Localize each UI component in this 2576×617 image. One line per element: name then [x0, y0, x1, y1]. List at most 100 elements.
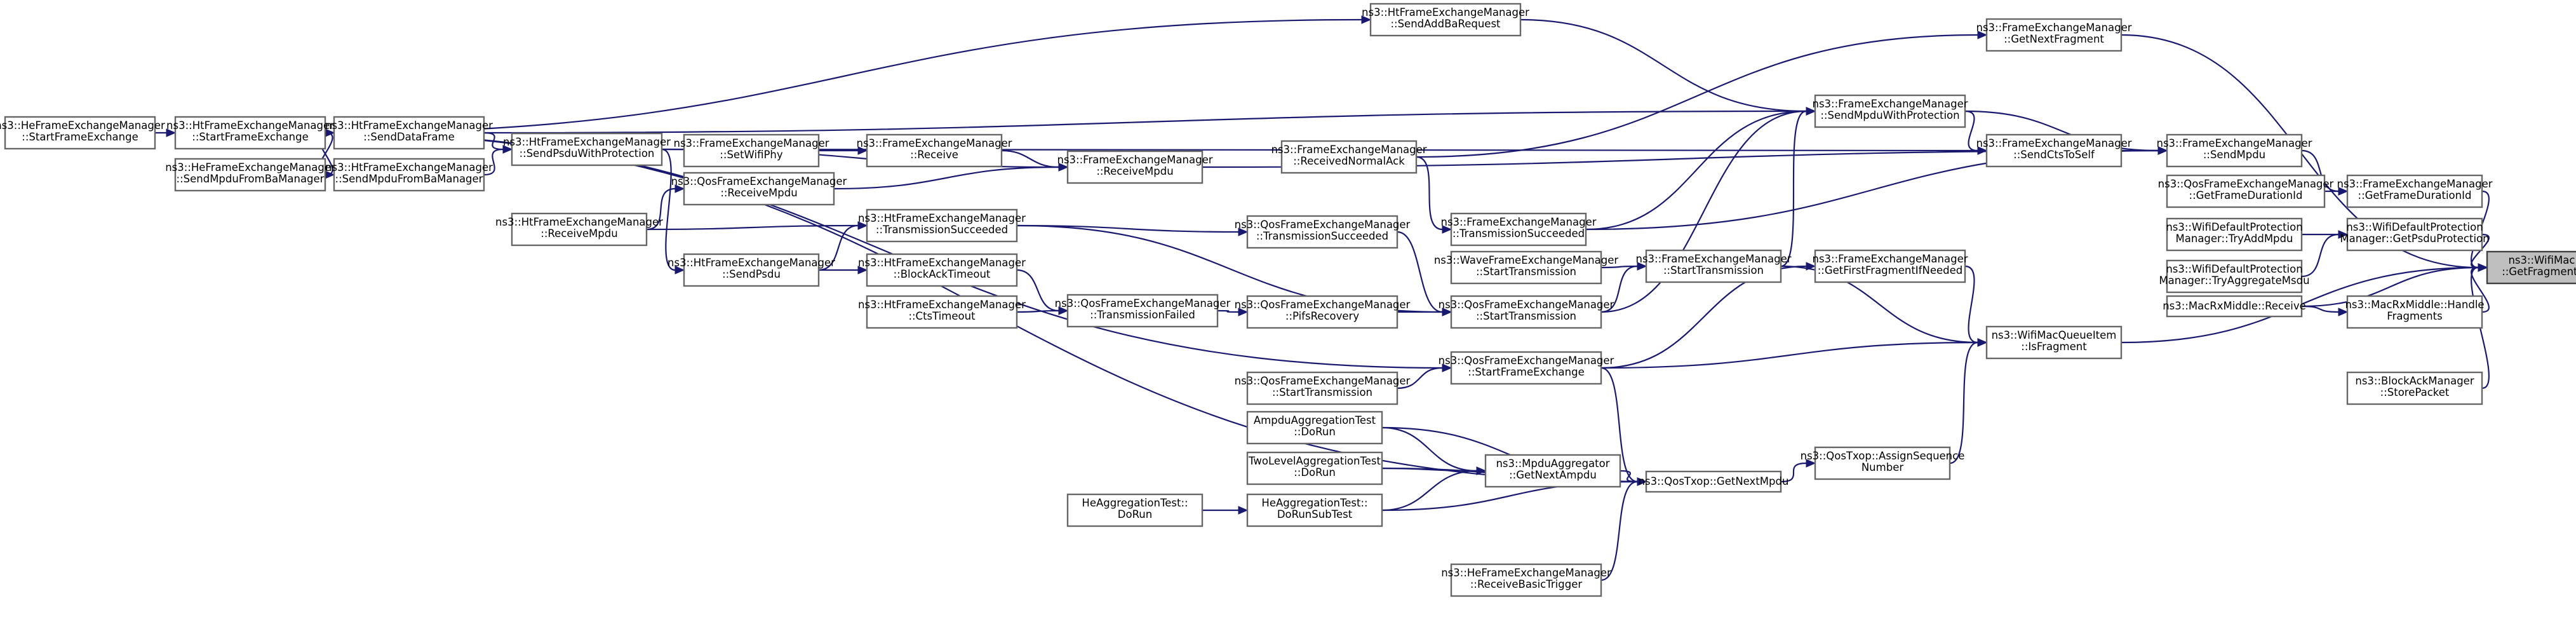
node-label-line: ns3::FrameExchangeManager [1976, 137, 2131, 149]
call-edge-arrowhead [2157, 146, 2168, 155]
graph-node-qosfem-starttransmission[interactable]: ns3::QosFrameExchangeManager::StartTrans… [1439, 295, 1614, 329]
graph-node-ampdutest-dorun[interactable]: AmpduAggregationTest::DoRun [1246, 410, 1383, 445]
node-label-line: HeAggregationTest:: [1261, 497, 1367, 509]
call-edge [1600, 265, 1638, 313]
graph-node-qosfem-transmissionfailed[interactable]: ns3::QosFrameExchangeManager::Transmissi… [1055, 294, 1231, 328]
graph-node-fem-setwifiphy[interactable]: ns3::FrameExchangeManager::SetWifiPhy [673, 133, 829, 168]
node-box [511, 132, 663, 166]
graph-node-qosfem-transmissionsucceeded[interactable]: ns3::QosFrameExchangeManager::Transmissi… [1235, 215, 1411, 249]
node-label-line: ns3::FrameExchangeManager [1812, 98, 1968, 110]
graph-node-htfem-senddataframe[interactable]: ns3::HtFrameExchangeManager::SendDataFra… [325, 116, 493, 150]
call-edge [1381, 470, 1477, 512]
graph-node-hefem-startframeexchange[interactable]: ns3::HeFrameExchangeManager::StartFrameE… [0, 116, 165, 150]
node-box [1246, 371, 1399, 405]
node-label-line: ns3::WifiMacHeader [2508, 254, 2576, 266]
graph-node-getframedurationid[interactable]: ns3::FrameExchangeManager::GetFrameDurat… [2337, 174, 2493, 208]
graph-node-storepacket[interactable]: ns3::BlockAckManager::StorePacket [2346, 371, 2483, 405]
graph-node-htfem-sendpsdu[interactable]: ns3::HtFrameExchangeManager::SendPsdu [667, 253, 835, 287]
graph-node-htfem-blockacktimeout[interactable]: ns3::HtFrameExchangeManager::BlockAckTim… [858, 253, 1026, 287]
node-label-line: ns3::WaveFrameExchangeManager [1434, 254, 1619, 266]
node-label-line: ns3::QosFrameExchangeManager [1439, 299, 1614, 311]
node-label-line: TwoLevelAggregationTest [1248, 455, 1381, 467]
graph-node-qosfem-receivempdu[interactable]: ns3::QosFrameExchangeManager::ReceiveMpd… [671, 172, 847, 206]
graph-node-htfem-transmissionsucceeded[interactable]: ns3::HtFrameExchangeManager::Transmissio… [858, 208, 1026, 243]
node-box [1645, 249, 1782, 283]
node-label-line: ::SendDataFrame [363, 131, 454, 143]
node-box [1246, 295, 1399, 329]
call-edge [1780, 462, 1807, 483]
graph-node-sendctstoself[interactable]: ns3::FrameExchangeManager::SendCtsToSelf [1976, 133, 2132, 168]
graph-node-hetest-dorun[interactable]: HeAggregationTest::DoRun [1066, 493, 1204, 527]
call-edge [483, 148, 504, 176]
call-edge-arrowhead [1058, 306, 1069, 315]
call-edge-arrowhead [1637, 477, 1647, 486]
node-label-line: HeAggregationTest:: [1082, 497, 1188, 509]
node-label-line: ns3::MacRxMiddle::Handle [2345, 299, 2484, 311]
node-label-line: ns3::QosFrameExchangeManager [2158, 178, 2334, 190]
graph-node-htfem-startframeexchange[interactable]: ns3::HtFrameExchangeManager::StartFrameE… [166, 116, 334, 150]
graph-node-qostxop-getnextmpdu[interactable]: ns3::QosTxop::GetNextMpdu [1639, 470, 1789, 493]
node-label-line: ns3::FrameExchangeManager [2156, 137, 2312, 149]
call-edge-arrowhead [2478, 263, 2488, 272]
node-label-line: DoRun [1118, 508, 1152, 520]
graph-node-hefem-receivebasictrigger[interactable]: ns3::HeFrameExchangeManager::ReceiveBasi… [1441, 563, 1611, 597]
graph-node-fem-starttransmission[interactable]: ns3::FrameExchangeManager::StartTransmis… [1635, 249, 1792, 283]
node-box [1450, 212, 1587, 247]
node-label-line: ns3::HtFrameExchangeManager [325, 119, 493, 132]
node-label-line: ::SendMpduWithProtection [1820, 109, 1959, 121]
graph-node-fem-receivednormalack[interactable]: ns3::FrameExchangeManager::ReceivedNorma… [1271, 140, 1427, 174]
node-label-line: ns3::FrameExchangeManager [1271, 144, 1426, 156]
graph-node-htfem-sendmpdufrombamanager[interactable]: ns3::HtFrameExchangeManager::SendMpduFro… [325, 158, 493, 192]
graph-node-wave-starttransmission[interactable]: ns3::WaveFrameExchangeManager::StartTran… [1434, 250, 1619, 285]
call-edge [1600, 341, 1978, 369]
graph-node-tryaddmpdu[interactable]: ns3::WifiDefaultProtectionManager::TryAd… [2166, 217, 2303, 252]
node-label-line: ns3::MpduAggregator [1496, 458, 1609, 470]
call-edge [2471, 266, 2490, 313]
node-label-line: ::PifsRecovery [1285, 310, 1359, 322]
graph-node-sendmpdu[interactable]: ns3::FrameExchangeManager::SendMpdu [2156, 133, 2312, 168]
call-edge [661, 148, 676, 271]
graph-node-tryaggregatempdu[interactable]: ns3::WifiDefaultProtectionManager::TryAg… [2159, 259, 2310, 294]
graph-node-qosgetframedurationid[interactable]: ns3::QosFrameExchangeManager::GetFrameDu… [2158, 174, 2334, 208]
graph-node-qosfem-pifsrecovery[interactable]: ns3::QosFrameExchangeManager::PifsRecove… [1235, 295, 1411, 329]
node-box [866, 208, 1018, 243]
graph-node-qosfem-startframeexchange[interactable]: ns3::QosFrameExchangeManager::StartFrame… [1439, 351, 1614, 385]
graph-node-hetest-dorunsubtest[interactable]: HeAggregationTest::DoRunSubTest [1246, 493, 1383, 527]
call-edge [1600, 480, 1638, 581]
graph-node-fem-receive[interactable]: ns3::FrameExchangeManager::Receive [856, 133, 1012, 168]
graph-node-htfem-sendaddbarequest[interactable]: ns3::HtFrameExchangeManager::SendAddBaRe… [1362, 3, 1529, 37]
graph-node-qosfem-starttransmission2[interactable]: ns3::QosFrameExchangeManager::StartTrans… [1235, 371, 1411, 405]
graph-node-fem-receivempdu[interactable]: ns3::FrameExchangeManager::ReceiveMpdu [1057, 150, 1213, 184]
graph-node-hefem-sendmpdufrombamanager[interactable]: ns3::HeFrameExchangeManager::SendMpduFro… [165, 158, 335, 192]
node-box [2166, 259, 2303, 294]
node-label-line: ns3::BlockAckManager [2355, 375, 2474, 387]
graph-node-receive-macrx[interactable]: ns3::MacRxMiddle::Receive [2163, 295, 2306, 318]
graph-node-getfirstfragmentifneeded[interactable]: ns3::FrameExchangeManager::GetFirstFragm… [1812, 249, 1968, 283]
node-box [683, 253, 820, 287]
node-box [866, 133, 1003, 168]
node-box [1066, 493, 1204, 527]
node-label-line: ns3::WifiDefaultProtection [2346, 221, 2483, 233]
graph-node-isfragment[interactable]: ns3::WifiMacQueueItem::IsFragment [1985, 325, 2123, 360]
graph-node-htfem-receivempdu[interactable]: ns3::HtFrameExchangeManager::ReceiveMpdu [495, 212, 663, 247]
graph-node-htfem-sendpsduwithprotection[interactable]: ns3::HtFrameExchangeManager::SendPsduWit… [503, 132, 671, 166]
graph-node-getnextfragment[interactable]: ns3::FrameExchangeManager::GetNextFragme… [1976, 18, 2132, 52]
call-edge [1381, 426, 1477, 472]
graph-node-sendmpduwithprotection[interactable]: ns3::FrameExchangeManager::SendMpduWithP… [1812, 94, 1968, 128]
node-label-line: ::GetNextAmpdu [1509, 469, 1597, 481]
call-edge-arrowhead [2338, 308, 2349, 316]
graph-node-fem-transmissionsucceeded[interactable]: ns3::FrameExchangeManager::TransmissionS… [1440, 212, 1597, 247]
node-label-line: ns3::QosFrameExchangeManager [1235, 219, 1411, 231]
graph-node-getpsduprotection[interactable]: ns3::WifiDefaultProtectionManager::GetPs… [2340, 217, 2490, 252]
call-edge-arrowhead [502, 145, 513, 154]
call-edge [1780, 110, 1807, 268]
graph-node-twoleveltest-dorun[interactable]: TwoLevelAggregationTest::DoRun [1246, 451, 1383, 485]
graph-node-mpduaggregator-getnextampdu[interactable]: ns3::MpduAggregator::GetNextAmpdu [1484, 454, 1621, 488]
graph-node-root[interactable]: ns3::WifiMacHeader::GetFragmentNumber [2486, 250, 2576, 285]
call-edge [1964, 265, 1978, 344]
graph-node-htfem-ctstimeout[interactable]: ns3::HtFrameExchangeManager::CtsTimeout [858, 295, 1026, 329]
node-box [174, 116, 326, 150]
node-box [1985, 133, 2123, 168]
